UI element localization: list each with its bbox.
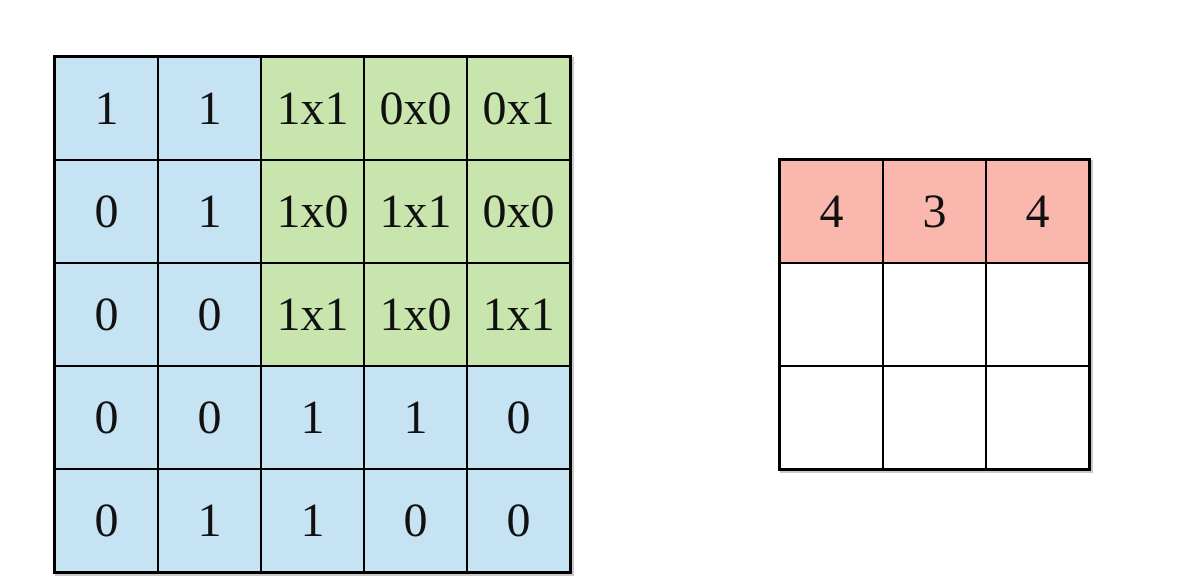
input-matrix-cell: 0 [468, 470, 569, 571]
input-matrix-cell: 1 [262, 470, 363, 571]
input-matrix-cell: 1 [159, 161, 260, 262]
input-matrix-cell: 1 [56, 58, 157, 159]
output-matrix-cell [884, 367, 985, 468]
input-matrix-cell: 1x1 [365, 161, 466, 262]
input-matrix-cell: 0 [159, 264, 260, 365]
output-matrix-cell [781, 264, 882, 365]
input-matrix-cell: 1x1 [262, 58, 363, 159]
input-matrix-cell: 0 [468, 367, 569, 468]
input-matrix-cell: 0 [56, 264, 157, 365]
input-matrix-cell: 1x1 [468, 264, 569, 365]
output-matrix-cell: 3 [884, 161, 985, 262]
input-matrix-cell: 0x0 [468, 161, 569, 262]
output-matrix-cell [987, 264, 1088, 365]
input-matrix-cell: 0x0 [365, 58, 466, 159]
input-matrix-cell: 0 [56, 470, 157, 571]
input-matrix-cell: 0 [365, 470, 466, 571]
output-matrix-cell [987, 367, 1088, 468]
input-matrix-cell: 0 [56, 161, 157, 262]
input-matrix-cell: 1x0 [262, 161, 363, 262]
input-matrix-cell: 1x0 [365, 264, 466, 365]
input-matrix-cell: 1 [262, 367, 363, 468]
input-matrix-cell: 0x1 [468, 58, 569, 159]
input-matrix-cell: 1 [365, 367, 466, 468]
input-matrix-cell: 0 [56, 367, 157, 468]
input-matrix-cell: 1x1 [262, 264, 363, 365]
output-matrix-cell: 4 [987, 161, 1088, 262]
output-matrix-cell [884, 264, 985, 365]
input-matrix-cell: 1 [159, 470, 260, 571]
output-matrix-cell [781, 367, 882, 468]
input-matrix-cell: 0 [159, 367, 260, 468]
input-matrix-cell: 1 [159, 58, 260, 159]
output-matrix-cell: 4 [781, 161, 882, 262]
